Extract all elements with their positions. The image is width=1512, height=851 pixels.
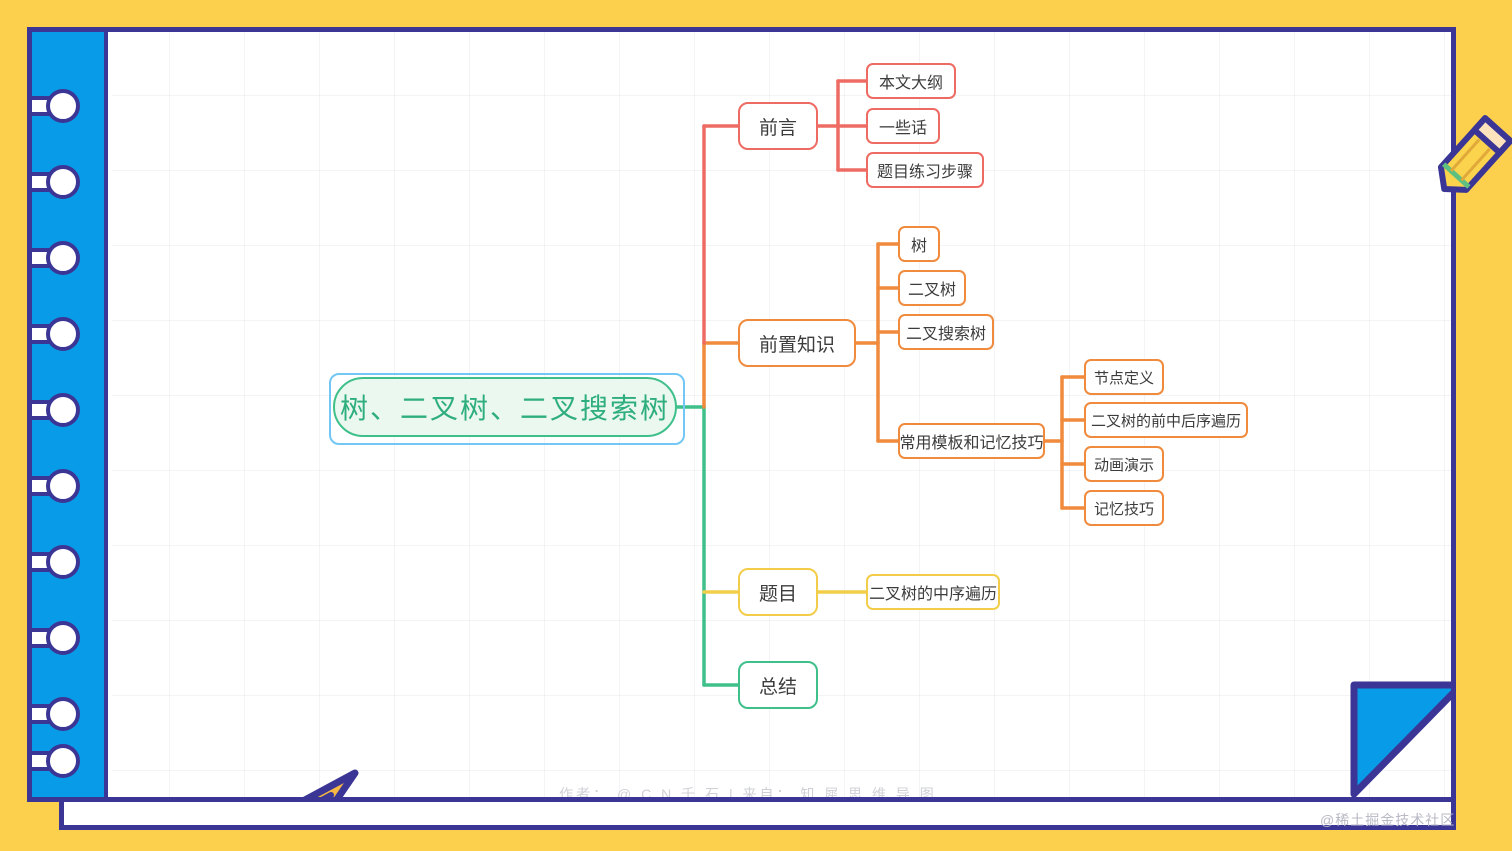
branch-node-problem[interactable]: 题目 <box>738 568 818 616</box>
binder-ring-icon <box>32 89 80 123</box>
branch-node-summary[interactable]: 总结 <box>738 661 818 709</box>
binder-ring-icon <box>32 744 80 778</box>
leaf-node-some-words[interactable]: 一些话 <box>866 108 940 144</box>
leaf-node-inorder-traversal[interactable]: 二叉树的中序遍历 <box>866 574 1000 610</box>
binder-ring-icon <box>32 545 80 579</box>
leaf-node-outline[interactable]: 本文大纲 <box>866 63 956 99</box>
mindmap: 树、二叉树、二叉搜索树 前言 前置知识 题目 总结 本文大纲 一些话 题目练习步… <box>32 32 1451 802</box>
ring-knob <box>46 89 80 123</box>
ring-knob <box>46 317 80 351</box>
binder-ring-icon <box>32 317 80 351</box>
ring-knob <box>46 241 80 275</box>
watermark: @稀土掘金技术社区 <box>1320 812 1456 828</box>
leaf-node-tree[interactable]: 树 <box>898 226 940 262</box>
binder-ring-icon <box>32 621 80 655</box>
binder-ring-icon <box>32 393 80 427</box>
mindmap-connectors <box>675 79 1086 687</box>
ring-knob <box>46 621 80 655</box>
leaf-node-bst[interactable]: 二叉搜索树 <box>898 314 994 350</box>
ring-knob <box>46 697 80 731</box>
triangle-ruler-icon <box>303 769 359 797</box>
binder-ring-icon <box>32 469 80 503</box>
author-credit: 作者： @ C N 千 石 | 来自： 知 犀 思 维 导 图 <box>559 786 937 802</box>
leaf-node-binary-tree[interactable]: 二叉树 <box>898 270 966 306</box>
notebook-spine <box>32 32 108 797</box>
leaf-node-practice-steps[interactable]: 题目练习步骤 <box>866 152 984 188</box>
page-fold-corner <box>1350 681 1451 797</box>
branch-node-preface[interactable]: 前言 <box>738 102 818 150</box>
binder-ring-icon <box>32 165 80 199</box>
ring-knob <box>46 545 80 579</box>
ring-knob <box>46 165 80 199</box>
binder-ring-icon <box>32 241 80 275</box>
leaf-node-traversals[interactable]: 二叉树的前中后序遍历 <box>1084 402 1248 438</box>
branch-node-prereq[interactable]: 前置知识 <box>738 319 856 367</box>
leaf-node-node-definition[interactable]: 节点定义 <box>1084 359 1164 395</box>
root-selection-box[interactable] <box>329 373 685 445</box>
pencil-icon <box>1437 115 1512 193</box>
root-node[interactable]: 树、二叉树、二叉搜索树 <box>333 377 677 437</box>
binder-ring-icon <box>32 697 80 731</box>
ring-knob <box>46 744 80 778</box>
ring-knob <box>46 469 80 503</box>
leaf-node-memory-tips[interactable]: 记忆技巧 <box>1084 490 1164 526</box>
ring-knob <box>46 393 80 427</box>
node-templates-and-memory-tips[interactable]: 常用模板和记忆技巧 <box>898 423 1045 459</box>
page-front-sheet: 树、二叉树、二叉搜索树 前言 前置知识 题目 总结 本文大纲 一些话 题目练习步… <box>27 27 1456 802</box>
leaf-node-animation-demo[interactable]: 动画演示 <box>1084 446 1164 482</box>
